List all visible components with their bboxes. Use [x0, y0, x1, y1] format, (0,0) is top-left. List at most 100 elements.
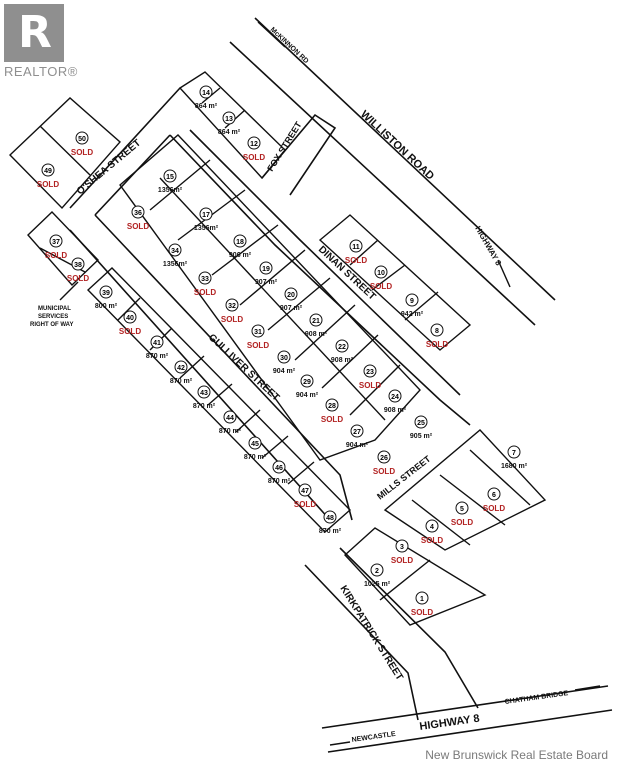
lot-number-circle — [455, 501, 469, 515]
lot-number-circle — [415, 591, 429, 605]
lot-area: 870 m² — [319, 528, 342, 535]
lot-sold-label: SOLD — [321, 415, 343, 424]
lot-sold-label: SOLD — [194, 288, 216, 297]
lot-sold-label: SOLD — [119, 327, 141, 336]
lot-divider — [321, 334, 379, 389]
lot-sold-label: SOLD — [243, 153, 265, 162]
lot-area: 1025 m² — [364, 581, 391, 588]
lot-number: 4 — [430, 524, 434, 531]
lot-sold-label: SOLD — [67, 274, 89, 283]
lot-number: 24 — [391, 394, 399, 401]
lot-sold-label: SOLD — [391, 556, 413, 565]
lot-area: 864 m² — [218, 129, 241, 136]
fox-street-label: FOX STREET — [265, 119, 304, 173]
oshea-street-label: O'SHEA STREET — [75, 138, 143, 198]
lot-sold-label: SOLD — [247, 341, 269, 350]
lot-number-circle — [414, 415, 428, 429]
lot-number: 23 — [366, 369, 374, 376]
lot-number-circle — [131, 205, 145, 219]
lot-number-circle — [168, 243, 182, 257]
realtor-logo-word: REALTOR® — [4, 64, 78, 79]
lot-number-circle — [71, 257, 85, 271]
lot-number: 11 — [352, 244, 360, 251]
lot-area: 908 m² — [384, 407, 407, 414]
lot-outline — [86, 267, 352, 533]
lot-sold-label: SOLD — [37, 180, 59, 189]
lot-area: 1356m² — [163, 261, 188, 268]
lot-number: 37 — [52, 239, 60, 246]
lot-area: 1680 m² — [501, 463, 528, 470]
lot-number: 38 — [74, 262, 82, 269]
lot-number-circle — [247, 136, 261, 150]
lot-divider — [411, 499, 471, 546]
lot-number: 6 — [492, 492, 496, 499]
lot-sold-label: SOLD — [127, 222, 149, 231]
lot-number: 2 — [375, 568, 379, 575]
right-of-way-pointer — [59, 281, 79, 301]
lot-number: 21 — [312, 318, 320, 325]
williston-road-edge — [229, 41, 536, 326]
lot-number: 9 — [410, 298, 414, 305]
lot-area: 904 m² — [296, 392, 319, 399]
lot-number-circle — [199, 207, 213, 221]
lot-divider — [39, 125, 91, 176]
lot-sold-label: SOLD — [426, 340, 448, 349]
lot-number: 43 — [200, 390, 208, 397]
lot-divider — [349, 239, 379, 266]
lot-number: 32 — [228, 303, 236, 310]
lot-number-circle — [197, 385, 211, 399]
highway8-bottom-label: HIGHWAY 8 — [419, 713, 481, 733]
gulliver-street-label: GULLIVER STREET — [206, 332, 281, 403]
lot-number: 49 — [44, 168, 52, 175]
lot-divider — [294, 304, 356, 361]
lot-number: 13 — [225, 116, 233, 123]
lot-number-circle — [222, 111, 236, 125]
lot-number-circle — [350, 424, 364, 438]
lot-number: 46 — [275, 465, 283, 472]
municipal-label: MUNICIPAL — [38, 306, 71, 312]
lot-number: 12 — [250, 141, 258, 148]
lot-sold-label: SOLD — [411, 608, 433, 617]
lot-sold-label: SOLD — [71, 148, 93, 157]
lot-area: 1356m² — [158, 187, 183, 194]
realtor-logo-mark: R — [4, 4, 64, 62]
lot-sold-label: SOLD — [45, 251, 67, 260]
lot-number-circle — [259, 261, 273, 275]
lot-number: 42 — [177, 365, 185, 372]
lot-number-circle — [388, 389, 402, 403]
lot-number-circle — [370, 563, 384, 577]
lot-number: 20 — [287, 292, 295, 299]
lot-divider — [439, 474, 506, 526]
lot-divider — [287, 461, 315, 485]
lot-number: 31 — [254, 329, 262, 336]
lot-number-circle — [174, 360, 188, 374]
lot-number-circle — [377, 450, 391, 464]
newcastle-arrow — [329, 741, 351, 746]
lot-number-circle — [284, 287, 298, 301]
lot-number-circle — [395, 539, 409, 553]
lot-number: 44 — [226, 415, 234, 422]
kirkpatrick-street-edge — [339, 547, 479, 709]
lot-number: 34 — [171, 248, 179, 255]
lot-number-circle — [335, 339, 349, 353]
lot-divider — [117, 297, 141, 321]
lot-number: 33 — [201, 276, 209, 283]
lot-sold-label: SOLD — [221, 315, 243, 324]
lot-sold-label: SOLD — [345, 256, 367, 265]
lot-number: 15 — [166, 174, 174, 181]
lot-number: 3 — [400, 544, 404, 551]
lot-number: 36 — [134, 210, 142, 217]
lot-area: 800 m² — [95, 303, 118, 310]
lot-number: 30 — [280, 355, 288, 362]
lot-number: 1 — [420, 596, 424, 603]
lot-number: 50 — [78, 136, 86, 143]
lot-area: 1356m² — [194, 225, 219, 232]
lot-divider — [261, 435, 289, 459]
lot-number-circle — [430, 323, 444, 337]
lot-sold-label: SOLD — [421, 536, 443, 545]
gulliver-street-edge — [69, 229, 331, 521]
lot-number: 7 — [512, 450, 516, 457]
lot-divider — [404, 291, 439, 321]
board-credit: New Brunswick Real Estate Board — [425, 748, 608, 762]
